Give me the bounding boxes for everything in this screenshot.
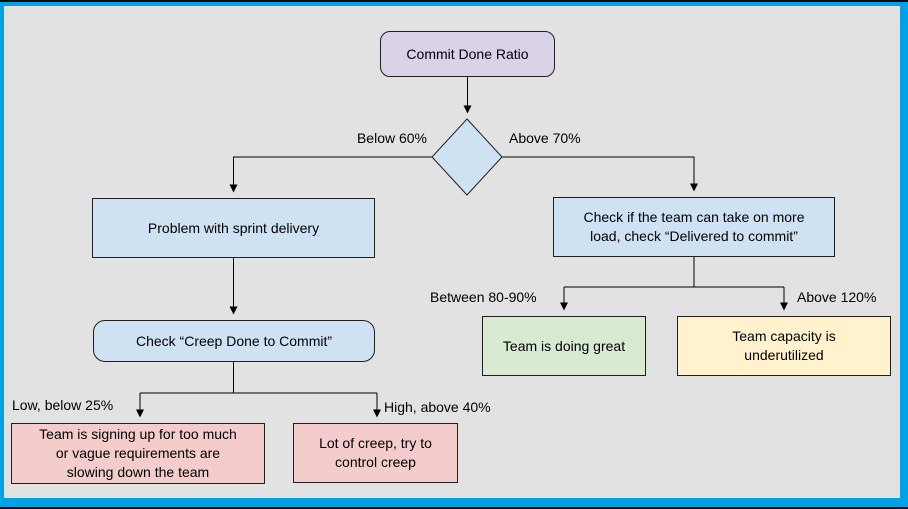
edge-label-high-above-40: High, above 40% (384, 399, 491, 415)
edge-label-above-70: Above 70% (509, 130, 581, 146)
edge-label-below-60: Below 60% (356, 130, 427, 146)
node-label: Team is signing up for too much or vague… (39, 426, 237, 480)
node-label: Lot of creep, try to control creep (319, 435, 432, 470)
node-team-overcommitting: Team is signing up for too much or vague… (11, 423, 265, 484)
edge-label-between-80-90: Between 80-90% (430, 289, 537, 305)
frame-bottom-edge (0, 507, 908, 509)
node-label: Team capacity is underutilized (732, 328, 836, 363)
node-label: Check if the team can take on more load,… (583, 209, 805, 244)
node-team-capacity-underutilized: Team capacity is underutilized (677, 316, 891, 376)
node-label: Team is doing great (502, 337, 626, 354)
edge-more-load-junction (564, 257, 784, 288)
node-lot-of-creep: Lot of creep, try to control creep (293, 423, 458, 483)
edge-label-above-120: Above 120% (797, 289, 877, 305)
decision-diamond (431, 118, 503, 196)
edge-check-creep-junction (140, 362, 377, 394)
node-team-doing-great: Team is doing great (482, 316, 646, 376)
node-check-creep-done-to-commit: Check “Creep Done to Commit” (93, 320, 375, 362)
node-label: Check “Creep Done to Commit” (135, 332, 333, 349)
edge-decision-to-more-load (502, 156, 698, 192)
node-check-take-more-load: Check if the team can take on more load,… (553, 197, 835, 257)
node-problem-sprint-delivery: Problem with sprint delivery (92, 198, 375, 258)
node-commit-done-ratio: Commit Done Ratio (380, 31, 555, 77)
edge-decision-to-problem (229, 156, 432, 193)
frame-top-edge (0, 0, 908, 2)
edge-label-low-below-25: Low, below 25% (12, 397, 114, 413)
node-label: Commit Done Ratio (406, 45, 529, 62)
node-label: Problem with sprint delivery (147, 219, 320, 236)
